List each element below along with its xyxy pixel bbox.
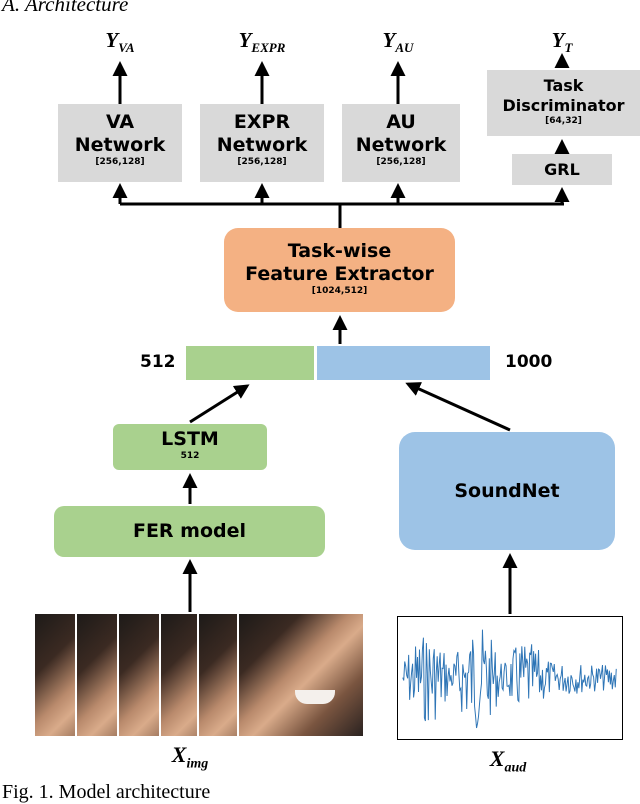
figure-caption: Fig. 1. Model architecture — [2, 781, 211, 803]
fer-model-box: FER model — [54, 506, 325, 557]
input-aud-label: Xaud — [489, 746, 527, 776]
task-discriminator-dims: [64,32] — [545, 116, 582, 126]
output-au: YAU — [382, 28, 414, 56]
expr-network-dims: [256,128] — [237, 157, 287, 167]
concat-left-size: 512 — [140, 352, 176, 372]
face-frame — [237, 614, 363, 736]
feature-extractor-line1: Task-wise — [287, 240, 392, 262]
fer-model-label: FER model — [132, 520, 247, 542]
input-img-label: Ximg — [171, 742, 209, 772]
output-expr: YEXPR — [238, 28, 286, 56]
section-heading: A. Architecture — [2, 0, 129, 16]
task-discriminator-box: Task Discriminator [64,32] — [487, 70, 640, 136]
au-network-line2: Network — [355, 134, 447, 156]
task-discriminator-line1: Task — [543, 76, 584, 95]
expr-network-line2: Network — [216, 134, 308, 156]
soundnet-label: SoundNet — [454, 479, 560, 502]
lstm-label: LSTM — [161, 428, 219, 450]
image-feature-bar — [186, 346, 314, 380]
soundnet-box: SoundNet — [399, 432, 615, 550]
task-discriminator-line2: Discriminator — [502, 96, 625, 115]
feature-extractor-box: Task-wise Feature Extractor [1024,512] — [224, 228, 455, 312]
lstm-box: LSTM 512 — [113, 424, 267, 470]
va-network-box: VA Network [256,128] — [58, 104, 182, 182]
audio-waveform — [397, 616, 623, 740]
va-network-line1: VA — [105, 111, 135, 133]
va-network-line2: Network — [74, 134, 166, 156]
au-network-line1: AU — [386, 111, 416, 133]
va-network-dims: [256,128] — [95, 157, 145, 167]
output-va: YVA — [105, 28, 135, 56]
expr-network-line1: EXPR — [233, 111, 291, 133]
lstm-dims: 512 — [180, 451, 200, 461]
feature-extractor-dims: [1024,512] — [311, 286, 368, 296]
feature-extractor-line2: Feature Extractor — [245, 263, 434, 285]
expr-network-box: EXPR Network [256,128] — [200, 104, 324, 182]
concat-right-size: 1000 — [505, 352, 553, 372]
face-frame-sequence — [33, 614, 363, 736]
au-network-dims: [256,128] — [376, 157, 426, 167]
output-task: YT — [551, 28, 573, 56]
au-network-box: AU Network [256,128] — [342, 104, 460, 182]
grl-box: GRL — [512, 154, 612, 185]
audio-feature-bar — [317, 346, 490, 380]
